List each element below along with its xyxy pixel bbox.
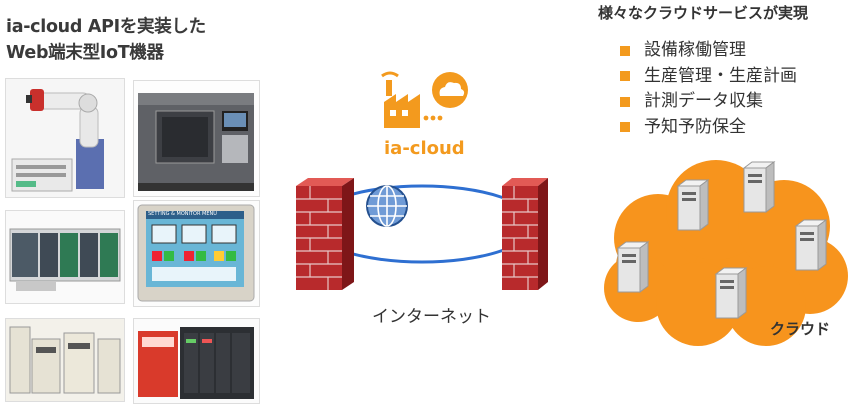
bullet-icon bbox=[620, 45, 630, 56]
cloud-diagram bbox=[604, 160, 848, 346]
right-firewall-icon bbox=[502, 178, 548, 290]
cnc-machine-image bbox=[133, 80, 260, 197]
device-title-line1: ia-cloud APIを実装した bbox=[6, 17, 206, 37]
ia-cloud-logo-text: ia-cloud bbox=[384, 138, 465, 159]
server-icon bbox=[616, 241, 650, 293]
server-icons bbox=[616, 161, 828, 319]
plc-red-image bbox=[133, 318, 260, 404]
service-item: 計測データ収集 bbox=[620, 89, 797, 115]
bullet-icon bbox=[620, 71, 630, 82]
services-title: 様々なクラウドサービスが実現 bbox=[598, 4, 809, 22]
plc-rack-image bbox=[5, 210, 125, 304]
server-icon bbox=[676, 179, 710, 231]
hmi-menu-text: SETTING & MONITOR MENU bbox=[148, 211, 217, 217]
ia-cloud-logo bbox=[376, 66, 476, 136]
left-firewall-icon bbox=[296, 178, 354, 290]
internet-label: インターネット bbox=[372, 307, 491, 327]
globe-icon bbox=[366, 185, 408, 227]
server-icon bbox=[714, 267, 748, 319]
internet-diagram bbox=[296, 178, 548, 290]
device-title: ia-cloud APIを実装した Web端末型IoT機器 bbox=[6, 14, 206, 66]
bullet-icon bbox=[620, 96, 630, 107]
service-item: 設備稼働管理 bbox=[620, 38, 797, 64]
cloud-label: クラウド bbox=[770, 320, 831, 338]
services-list: 設備稼働管理 生産管理・生産計画 計測データ収集 予知予防保全 bbox=[620, 38, 797, 140]
hmi-panel-image: SETTING & MONITOR MENU bbox=[133, 200, 260, 307]
device-title-line2: Web端末型IoT機器 bbox=[6, 43, 164, 63]
service-item: 予知予防保全 bbox=[620, 115, 797, 141]
plc-modules-image bbox=[5, 318, 125, 402]
robot-arm-image bbox=[5, 78, 125, 198]
server-icon bbox=[794, 219, 828, 271]
service-item: 生産管理・生産計画 bbox=[620, 64, 797, 90]
bullet-icon bbox=[620, 122, 630, 133]
server-icon bbox=[742, 161, 776, 213]
